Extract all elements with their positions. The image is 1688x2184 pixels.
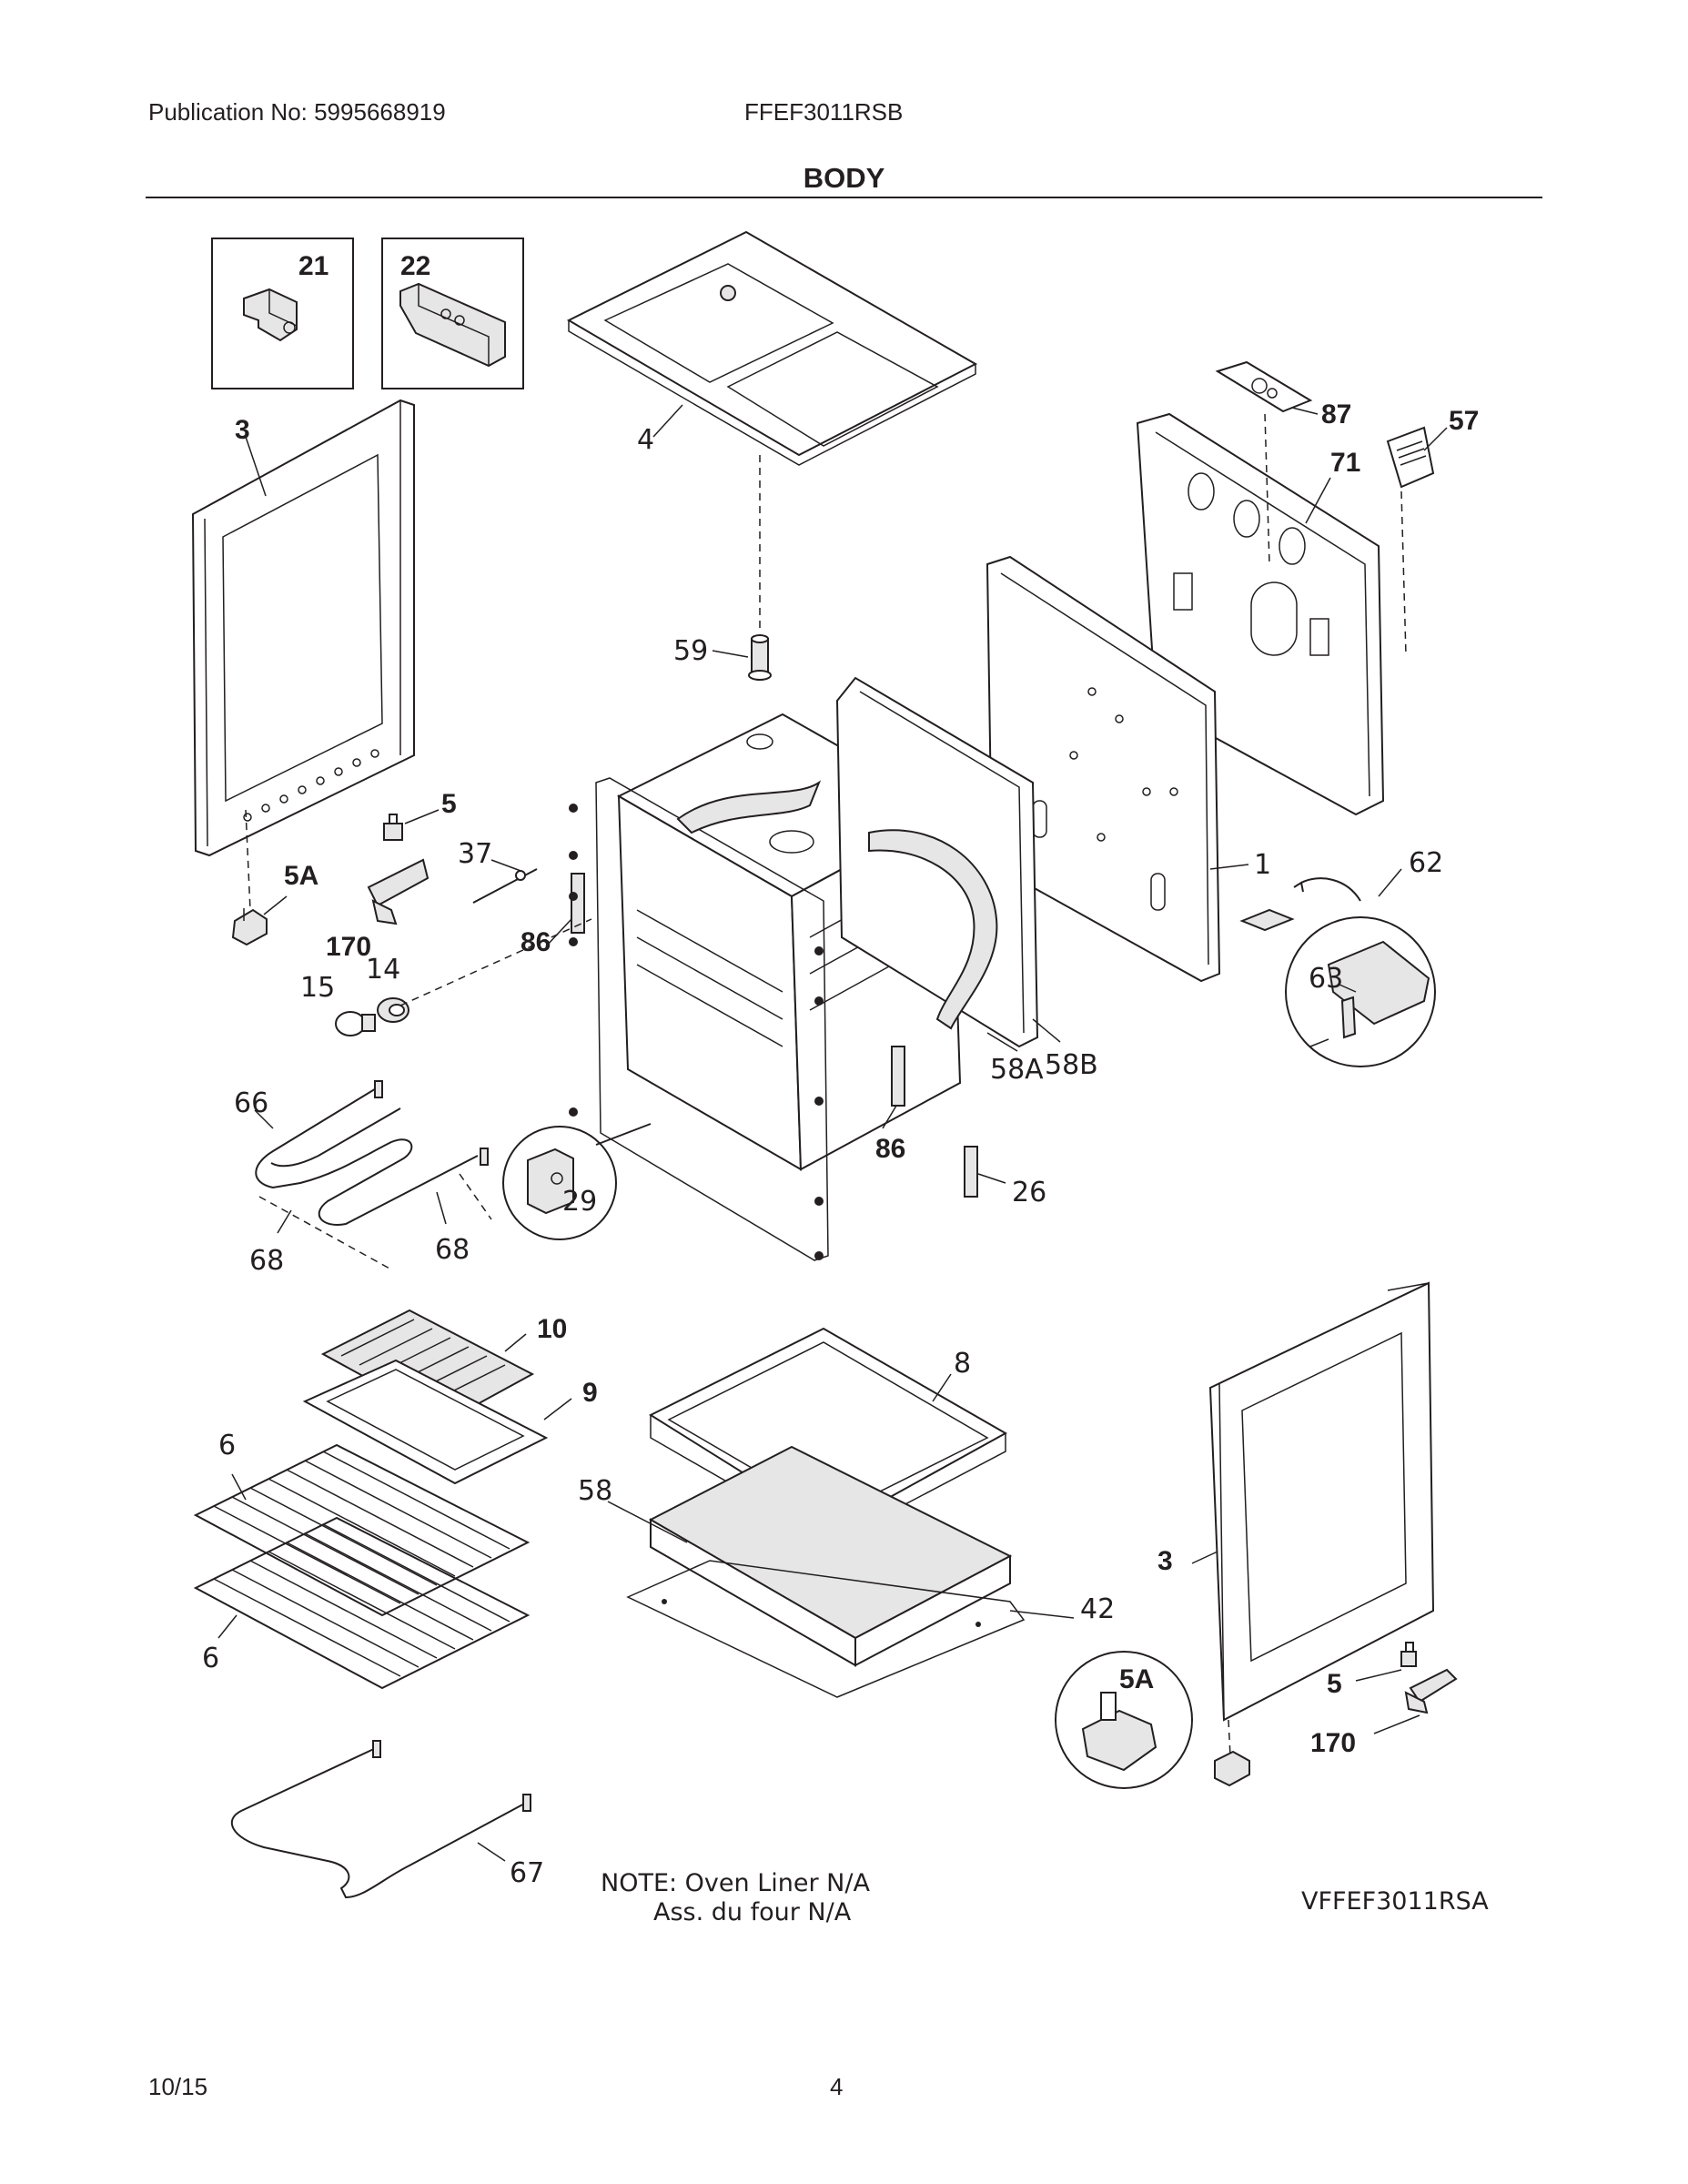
callout-14: 14 xyxy=(366,954,400,986)
part-hinge-5A-left xyxy=(231,908,268,946)
part-hinge-5-right xyxy=(1400,1642,1417,1667)
part-insulation-58 xyxy=(648,1445,1013,1667)
callout-58B: 58B xyxy=(1045,1049,1098,1081)
part-wire-37 xyxy=(472,868,538,904)
callout-leaders xyxy=(217,404,1448,1862)
part-bottom-panel-42 xyxy=(626,1560,1026,1698)
callout-9: 9 xyxy=(582,1378,598,1408)
part-door-hinge-receptacle-86 xyxy=(571,873,978,1198)
note-line-1: NOTE: Oven Liner N/A xyxy=(601,1869,870,1897)
page-number: 4 xyxy=(830,2073,844,2100)
figure-id: VFFEF3011RSA xyxy=(1301,1887,1489,1916)
part-gasket-87 xyxy=(1215,360,1313,413)
part-oven-rack-6-bottom xyxy=(193,1516,531,1690)
callout-8: 8 xyxy=(954,1348,971,1380)
callout-170-right: 170 xyxy=(1310,1728,1356,1758)
callout-86-right: 86 xyxy=(875,1134,905,1164)
callout-86-left: 86 xyxy=(521,927,551,957)
part-hinge-bracket-170-left xyxy=(367,858,430,925)
part-left-side-panel xyxy=(191,399,415,857)
callout-5A-right: 5A xyxy=(1119,1664,1154,1694)
part-terminal-block-62 xyxy=(1239,877,1436,1067)
callout-68-right: 68 xyxy=(435,1234,470,1266)
part-hinge-5-left xyxy=(383,814,403,841)
part-clip-68 xyxy=(258,1173,492,1270)
part-right-side-panel xyxy=(1208,1281,1435,1722)
part-hinge-bracket-170-right xyxy=(1404,1668,1458,1714)
callout-66: 66 xyxy=(234,1087,268,1119)
callout-62: 62 xyxy=(1409,847,1443,879)
callout-87: 87 xyxy=(1321,399,1351,430)
callout-5-right: 5 xyxy=(1327,1669,1342,1699)
callout-5A-left: 5A xyxy=(284,861,318,891)
inset-box-22 xyxy=(381,238,524,389)
section-title: BODY xyxy=(803,162,885,194)
part-insulation-58A xyxy=(676,780,998,1030)
note-line-2: Ass. du four N/A xyxy=(653,1898,852,1926)
part-vent-cover-57 xyxy=(1386,426,1435,489)
part-lamp-socket-14 xyxy=(377,997,409,1023)
part-top-panel xyxy=(566,230,978,466)
inset-box-21 xyxy=(211,238,354,389)
callout-68-left: 68 xyxy=(249,1245,284,1277)
callout-67: 67 xyxy=(510,1857,544,1889)
part-connector-29 xyxy=(502,1123,652,1240)
part-lamp-bulb-15 xyxy=(335,1011,376,1036)
callout-71: 71 xyxy=(1330,448,1360,478)
callout-26: 26 xyxy=(1012,1177,1046,1208)
leader-57 xyxy=(1400,490,1407,656)
callout-21: 21 xyxy=(298,251,329,281)
header-rule xyxy=(146,197,1542,198)
callout-1: 1 xyxy=(1254,849,1271,881)
leader-hinge-right xyxy=(1228,1719,1231,1757)
callout-5-left: 5 xyxy=(441,789,457,819)
callout-37: 37 xyxy=(458,838,492,870)
callout-6-top: 6 xyxy=(218,1430,236,1461)
model-number: FFEF3011RSB xyxy=(744,98,904,126)
part-oven-rack-6-top xyxy=(193,1443,531,1617)
part-pin-59 xyxy=(748,634,772,681)
publication-number: Publication No: 5995668919 xyxy=(148,98,446,126)
callout-42: 42 xyxy=(1080,1593,1115,1625)
screws xyxy=(569,804,824,1260)
callout-58A: 58A xyxy=(990,1054,1044,1086)
callout-15: 15 xyxy=(300,972,335,1004)
callout-29: 29 xyxy=(562,1186,597,1218)
footer-date: 10/15 xyxy=(148,2073,208,2100)
leader-lamp xyxy=(399,918,592,1006)
callout-4: 4 xyxy=(637,424,654,456)
part-bake-element-67 xyxy=(230,1740,531,1899)
callout-6-bottom: 6 xyxy=(202,1643,219,1674)
part-broil-element-66 xyxy=(255,1080,489,1226)
callout-58: 58 xyxy=(578,1475,612,1507)
callout-63: 63 xyxy=(1309,963,1343,995)
callout-59: 59 xyxy=(673,635,708,667)
callout-10: 10 xyxy=(537,1314,567,1344)
callout-3-left: 3 xyxy=(235,415,250,445)
callout-22: 22 xyxy=(400,251,430,281)
leader-hinge xyxy=(245,809,251,911)
part-back-panel-1 xyxy=(986,555,1221,983)
callout-3-right: 3 xyxy=(1157,1546,1173,1576)
part-broil-pan-9 xyxy=(302,1359,549,1485)
callout-170-left: 170 xyxy=(326,932,371,962)
part-hinge-5A-right xyxy=(1055,1651,1250,1789)
callout-57: 57 xyxy=(1449,406,1479,436)
